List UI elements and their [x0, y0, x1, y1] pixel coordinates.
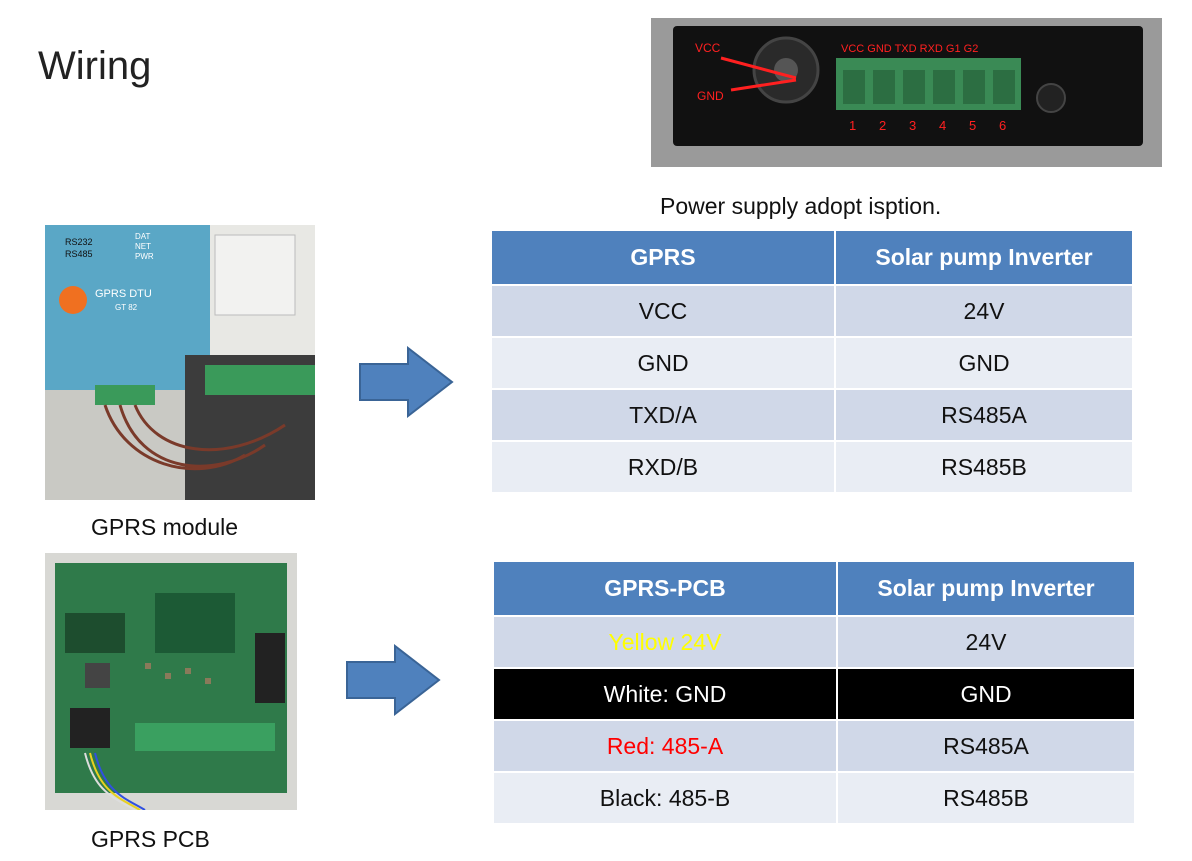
gprs-pcb-cell: Black: 485-B	[492, 771, 838, 825]
device-model-label: GT 82	[115, 303, 138, 312]
header-gprs: GPRS	[490, 229, 836, 286]
pin-number: 3	[909, 118, 916, 133]
gprs-cell: RXD/B	[490, 440, 836, 494]
table-row: White: GND GND	[492, 667, 1136, 721]
right-arrow-icon	[359, 346, 454, 418]
inverter-cell: RS485B	[836, 771, 1136, 825]
table-header-row: GPRS Solar pump Inverter	[490, 229, 1134, 286]
table-row: VCC 24V	[490, 284, 1134, 338]
gprs-wiring-table: GPRS Solar pump Inverter VCC 24V GND GND…	[490, 229, 1134, 494]
inverter-cell: GND	[836, 667, 1136, 721]
rs485-label: RS485	[65, 249, 93, 259]
header-gprs-pcb: GPRS-PCB	[492, 560, 838, 617]
table-row: Yellow 24V 24V	[492, 615, 1136, 669]
pin-number: 1	[849, 118, 856, 133]
pin-number: 6	[999, 118, 1006, 133]
gprs-pcb-cell: White: GND	[492, 667, 838, 721]
table-header-row: GPRS-PCB Solar pump Inverter	[492, 560, 1136, 617]
terminal-photo: VCC GND VCC GND TXD RXD G1 G2 1 2 3 4 5 …	[651, 18, 1162, 167]
rs232-label: RS232	[65, 237, 93, 247]
gprs-pcb-caption: GPRS PCB	[91, 826, 210, 852]
gprs-cell: VCC	[490, 284, 836, 338]
gprs-cell: TXD/A	[490, 388, 836, 442]
inverter-cell: RS485A	[836, 719, 1136, 773]
inverter-cell: 24V	[836, 615, 1136, 669]
gprs-pcb-cell: Yellow 24V	[492, 615, 838, 669]
gprs-pcb-wiring-table: GPRS-PCB Solar pump Inverter Yellow 24V …	[492, 560, 1136, 825]
gprs-pcb-photo	[45, 553, 297, 810]
header-inverter: Solar pump Inverter	[834, 229, 1134, 286]
inverter-cell: GND	[834, 336, 1134, 390]
power-caption: Power supply adopt isption.	[660, 193, 942, 219]
right-arrow-icon	[346, 644, 441, 716]
gprs-module-caption: GPRS module	[91, 514, 239, 540]
device-name-label: GPRS DTU	[95, 288, 152, 300]
pin-number: 4	[939, 118, 946, 133]
table-row: RXD/B RS485B	[490, 440, 1134, 494]
pwr-label: PWR	[135, 252, 154, 261]
pin-number: 2	[879, 118, 886, 133]
table-row: TXD/A RS485A	[490, 388, 1134, 442]
inverter-cell: RS485A	[834, 388, 1134, 442]
table-row: Black: 485-B RS485B	[492, 771, 1136, 825]
terminal-gnd-label: GND	[697, 89, 724, 103]
pin-number: 5	[969, 118, 976, 133]
terminal-vcc-label: VCC	[695, 41, 721, 55]
inverter-cell: RS485B	[834, 440, 1134, 494]
gprs-cell: GND	[490, 336, 836, 390]
terminal-pins-label: VCC GND TXD RXD G1 G2	[841, 43, 978, 55]
page-title: Wiring	[38, 44, 152, 88]
net-label: NET	[135, 242, 151, 251]
table-row: GND GND	[490, 336, 1134, 390]
gprs-pcb-cell: Red: 485-A	[492, 719, 838, 773]
table-row: Red: 485-A RS485A	[492, 719, 1136, 773]
gprs-module-photo: RS232 RS485 DAT NET PWR GPRS DTU GT 82	[45, 225, 315, 500]
inverter-cell: 24V	[834, 284, 1134, 338]
header-inverter: Solar pump Inverter	[836, 560, 1136, 617]
dat-label: DAT	[135, 232, 151, 241]
